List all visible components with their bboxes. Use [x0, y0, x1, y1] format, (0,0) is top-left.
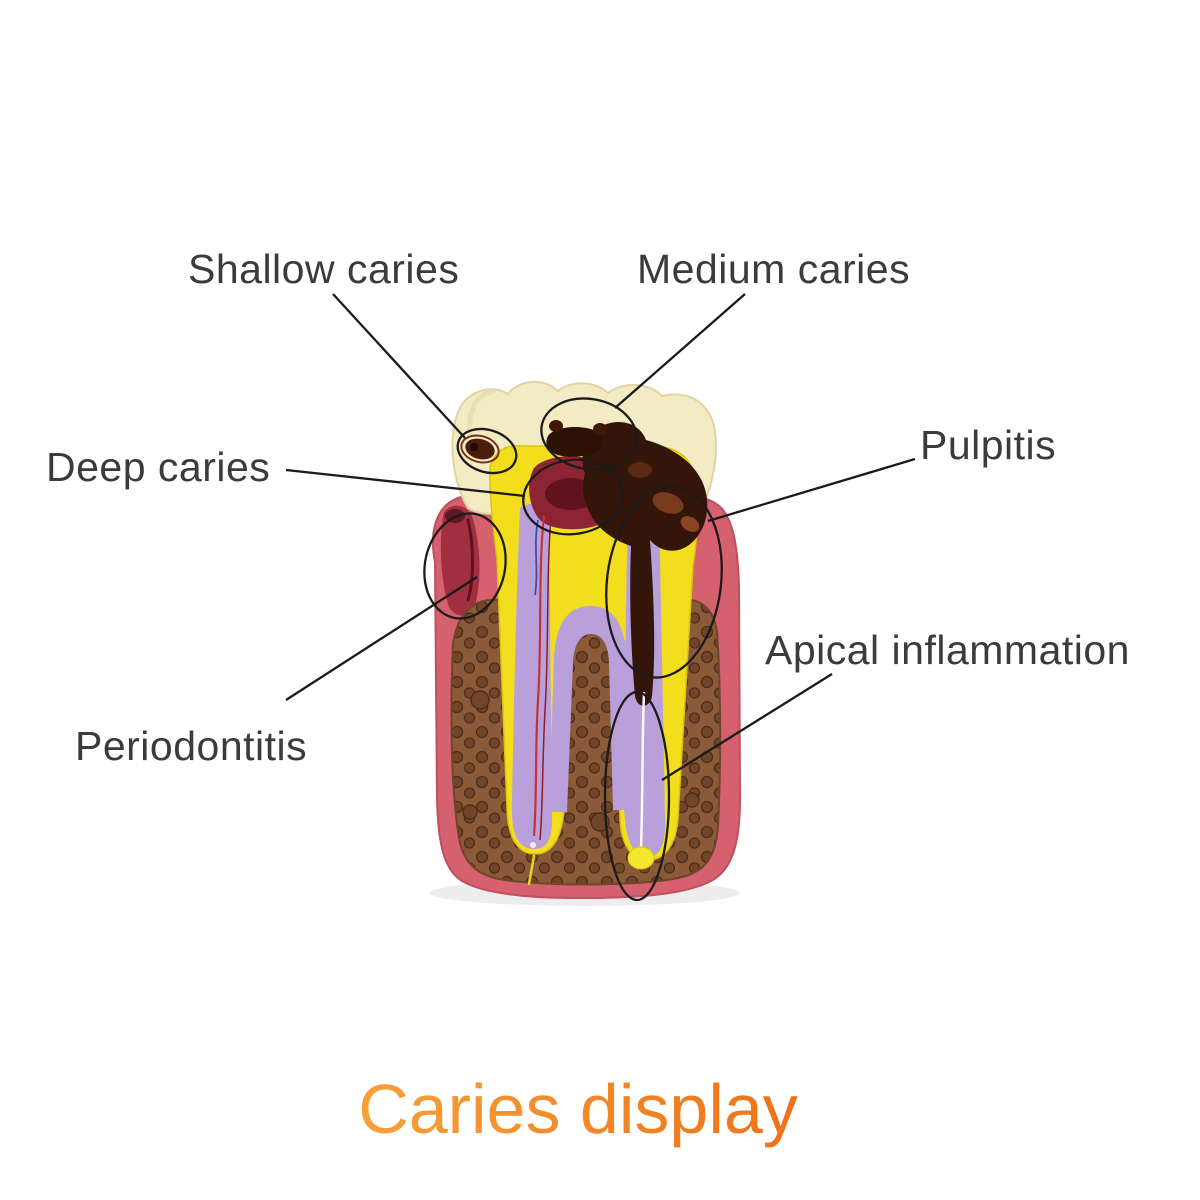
callout-shallow-caries — [332, 293, 518, 475]
pulp-vessel-dark — [539, 515, 552, 841]
periodontitis-label: Periodontitis — [75, 723, 308, 769]
diagram-title: Caries display — [358, 1070, 798, 1148]
deep-caries-callout-ellipse — [522, 458, 624, 536]
apical-inflammation-label: Apical inflammation — [765, 627, 1130, 673]
crown-shading — [467, 388, 497, 435]
apical-callout-line — [661, 673, 833, 781]
medium-caries-spot — [546, 427, 604, 457]
apical-thread — [639, 691, 646, 849]
root-canal-arch — [549, 606, 631, 812]
periodontitis-callout-line — [285, 576, 478, 701]
periodontitis-lesion-shade — [466, 518, 474, 602]
shallow-caries-callout-line — [332, 293, 466, 439]
medium-caries-nub-right — [593, 423, 607, 435]
root-canal-left — [511, 503, 553, 850]
deep-caries-callout-line — [285, 468, 526, 498]
callout-deep-caries — [285, 458, 624, 536]
pulp-vessel-blue — [534, 519, 539, 596]
medium-caries-callout-ellipse — [540, 397, 638, 471]
deep-caries-label: Deep caries — [46, 444, 271, 490]
apical-callout-ellipse — [603, 690, 671, 902]
pulp-vessel-red — [532, 515, 546, 837]
periodontitis-callout-ellipse — [423, 512, 507, 620]
pulpitis-label: Pulpitis — [920, 422, 1057, 468]
apical-inflammation-glow — [627, 846, 655, 870]
shallow-caries-callout-ellipse — [456, 427, 518, 475]
pulpitis-callout-ellipse — [605, 485, 723, 679]
medium-caries-nub-left — [549, 420, 563, 432]
callout-periodontitis — [285, 512, 507, 701]
callout-medium-caries — [540, 293, 746, 471]
pulpitis-callout-line — [707, 457, 916, 523]
medium-caries-label: Medium caries — [637, 246, 911, 292]
dentin-left-apex-spike — [527, 854, 536, 886]
callout-apical-inflammation — [603, 673, 833, 902]
medium-caries-callout-line — [614, 293, 746, 409]
shallow-caries-label: Shallow caries — [188, 246, 460, 292]
callout-annotations — [285, 293, 916, 902]
callout-pulpitis — [605, 457, 916, 679]
left-apex-dot — [530, 842, 536, 848]
shallow-caries-dot — [470, 443, 478, 451]
decay-mass — [582, 421, 708, 706]
shallow-caries-ring — [460, 434, 500, 464]
decay-texture — [628, 462, 700, 532]
